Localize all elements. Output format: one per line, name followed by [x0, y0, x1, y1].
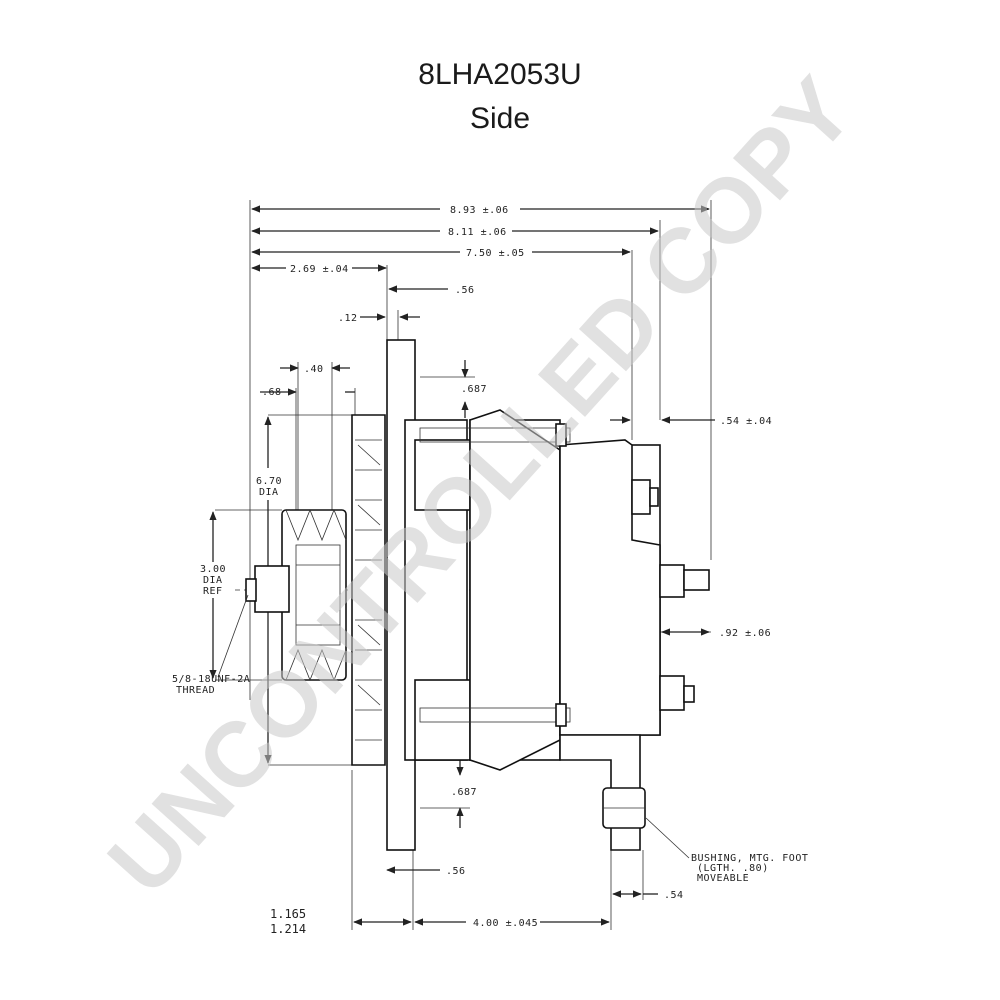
groove-offset-label: .68: [262, 387, 282, 398]
overall-dimension-label: 8.93 ±.06: [450, 205, 509, 216]
body-length-dimension-label: 7.50 ±.05: [466, 248, 525, 259]
flange-width-bottom-label: .56: [446, 866, 466, 877]
flange-offset-dimension: .12: [338, 313, 420, 324]
terminal-offset-label: .92 ±.06: [719, 628, 771, 639]
ear-bottom-dimension: .687: [420, 760, 477, 828]
thread-spec: 5/8-18UNF-2A: [172, 674, 250, 685]
foot-width-label: .54: [664, 890, 684, 901]
rear-offset-label: .54 ±.04: [720, 416, 772, 427]
pulley-diameter-dimension: 6.70 DIA: [256, 416, 282, 764]
mount-span-label: 4.00 ±.045: [473, 918, 538, 929]
bushing-line2: (LGTH. .80): [697, 863, 769, 874]
hub-diameter-dimension: 3.00 DIA REF: [200, 511, 226, 679]
flange-width-top-dimension: .56: [388, 285, 475, 296]
view-subtitle: Side: [469, 102, 531, 135]
groove-pitch-label: .40: [304, 364, 324, 375]
rear-bracket-dimension-label: 8.11 ±.06: [448, 227, 507, 238]
thread-word: THREAD: [176, 685, 215, 696]
ear-top-label: .687: [461, 384, 487, 395]
pulley-dia-unit: DIA: [259, 487, 279, 498]
mount-span-dimension: 4.00 ±.045: [353, 918, 610, 929]
flange-offset-label: .12: [338, 313, 358, 324]
bushing-callout: BUSHING, MTG. FOOT (LGTH. .80) MOVEABLE: [645, 817, 808, 884]
ear-bottom-label: .687: [451, 787, 477, 798]
pulley-flange-dimension: 2.69 ±.04: [251, 264, 387, 275]
rear-offset-dimension: .54 ±.04: [610, 416, 772, 427]
bushing-line3: MOVEABLE: [697, 873, 749, 884]
alternator-side-view: [235, 339, 710, 851]
groove-pitch-dimension: .40: [280, 362, 350, 520]
thread-callout: 5/8-18UNF-2A THREAD: [172, 594, 250, 696]
overall-dimension: 8.93 ±.06: [251, 205, 710, 216]
part-number-title: 8LHA2053U: [418, 58, 582, 91]
ear-top-dimension: .687: [420, 360, 487, 418]
hub-dia-unit: DIA: [203, 575, 223, 586]
pulley-dia-value: 6.70: [256, 476, 282, 487]
hub-dia-ref: REF: [203, 586, 223, 597]
groove-offset-dimension: .68: [260, 387, 356, 520]
uncontrolled-copy-watermark: UNCONTROLLED COPY: [89, 59, 873, 913]
front-mount-min-label: 1.165: [270, 907, 306, 921]
hub-dia-value: 3.00: [200, 564, 226, 575]
pulley-flange-dimension-label: 2.69 ±.04: [290, 264, 349, 275]
body-length-dimension: 7.50 ±.05: [251, 248, 631, 259]
terminal-offset-dimension: .92 ±.06: [661, 628, 771, 639]
bushing-line1: BUSHING, MTG. FOOT: [691, 853, 808, 864]
flange-width-top-label: .56: [455, 285, 475, 296]
front-mount-max-label: 1.214: [270, 922, 306, 936]
foot-width-dimension: .54: [612, 890, 684, 901]
flange-width-bottom-dimension: .56: [386, 866, 466, 877]
rear-bracket-dimension: 8.11 ±.06: [251, 227, 659, 238]
